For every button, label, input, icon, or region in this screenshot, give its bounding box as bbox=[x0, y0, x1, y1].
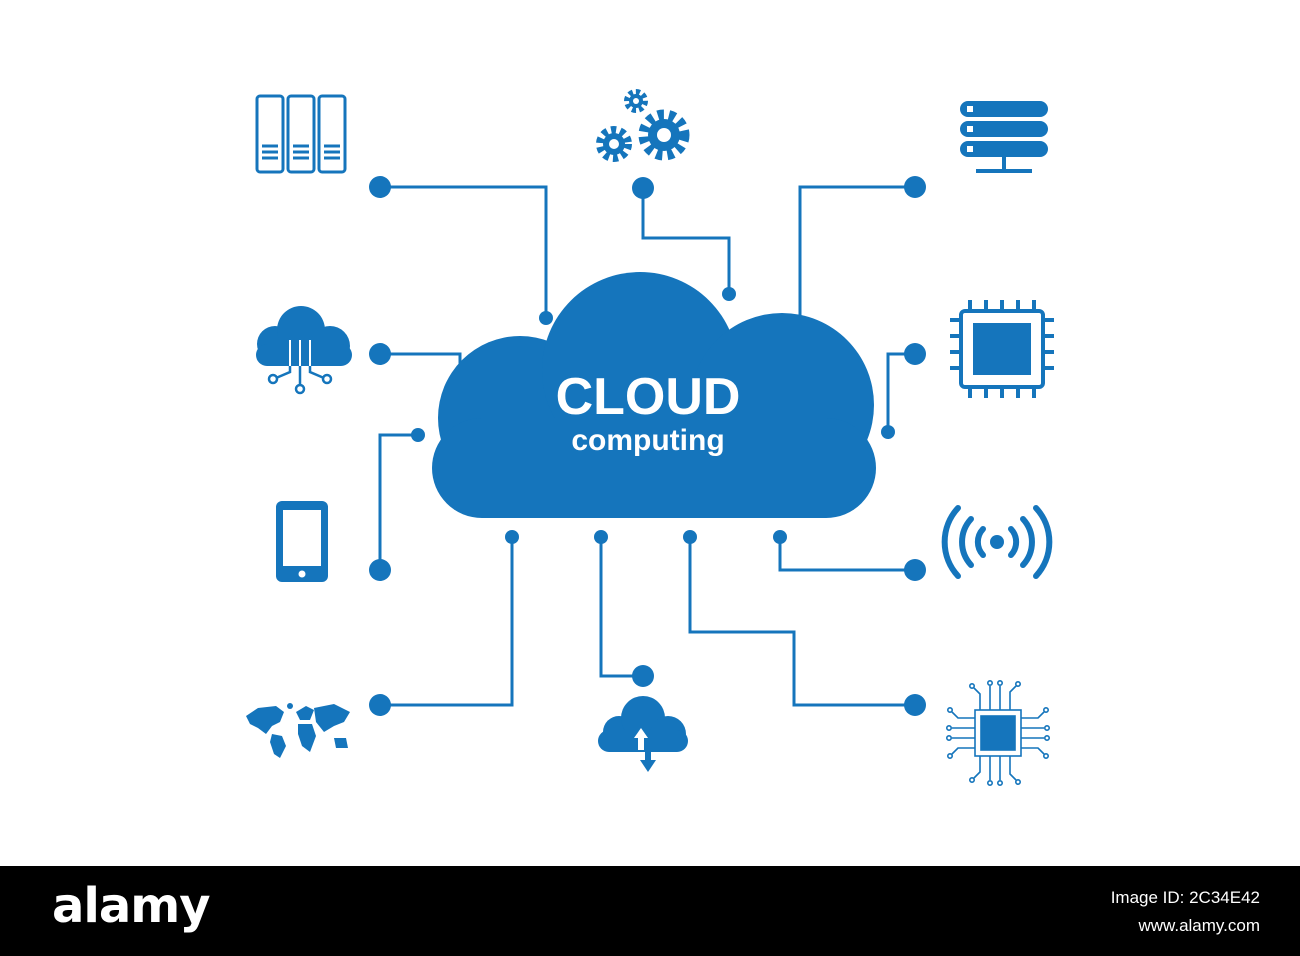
processor-chip-icon bbox=[950, 300, 1054, 398]
cloud-transfer-icon bbox=[598, 696, 688, 772]
cloud-computing-diagram: CLOUD computing bbox=[246, 89, 1054, 786]
cloud-subtitle: computing bbox=[571, 424, 724, 457]
connector-server-racks bbox=[380, 185, 548, 318]
node-dot bbox=[594, 530, 608, 544]
node-dot bbox=[369, 559, 391, 581]
node-dot bbox=[632, 665, 654, 687]
central-cloud: CLOUD computing bbox=[432, 272, 876, 518]
node-dot bbox=[369, 343, 391, 365]
gears-icon bbox=[596, 89, 690, 162]
connector-gears bbox=[641, 188, 731, 294]
connector-cloud-transfer bbox=[599, 537, 643, 678]
node-dot bbox=[632, 177, 654, 199]
server-network-icon bbox=[960, 101, 1048, 173]
node-dot bbox=[505, 530, 519, 544]
node-dot bbox=[773, 530, 787, 544]
circuit-chip-icon bbox=[945, 679, 1051, 786]
footer-bar: alamy Image ID: 2C34E42 www.alamy.com bbox=[0, 866, 1300, 956]
node-dot bbox=[683, 530, 697, 544]
site-url: www.alamy.com bbox=[1138, 916, 1260, 935]
tablet-icon bbox=[276, 501, 328, 582]
connector-cloud-network bbox=[380, 352, 462, 378]
node-dot bbox=[904, 559, 926, 581]
alamy-logo: alamy bbox=[52, 878, 211, 934]
node-dot bbox=[539, 311, 553, 325]
cloud-network-icon bbox=[256, 306, 352, 395]
cloud-title: CLOUD bbox=[556, 368, 741, 426]
node-dot bbox=[722, 287, 736, 301]
node-dot bbox=[369, 176, 391, 198]
node-dot bbox=[881, 425, 895, 439]
connector-circuit-chip bbox=[688, 537, 915, 707]
node-dot bbox=[904, 694, 926, 716]
node-dot bbox=[369, 694, 391, 716]
node-dot bbox=[904, 176, 926, 198]
server-racks-icon bbox=[255, 94, 347, 174]
wireless-signal-icon bbox=[941, 505, 1053, 579]
footer-meta: Image ID: 2C34E42 www.alamy.com bbox=[1111, 884, 1260, 940]
connector-wireless bbox=[778, 537, 915, 572]
connector-world-map bbox=[380, 537, 514, 707]
node-dot bbox=[411, 428, 425, 442]
connector-tablet bbox=[378, 433, 418, 570]
node-dot bbox=[904, 343, 926, 365]
image-id: Image ID: 2C34E42 bbox=[1110, 888, 1260, 907]
connector-processor bbox=[886, 352, 915, 432]
connector-server-network bbox=[798, 185, 915, 333]
world-map-icon bbox=[246, 703, 350, 758]
